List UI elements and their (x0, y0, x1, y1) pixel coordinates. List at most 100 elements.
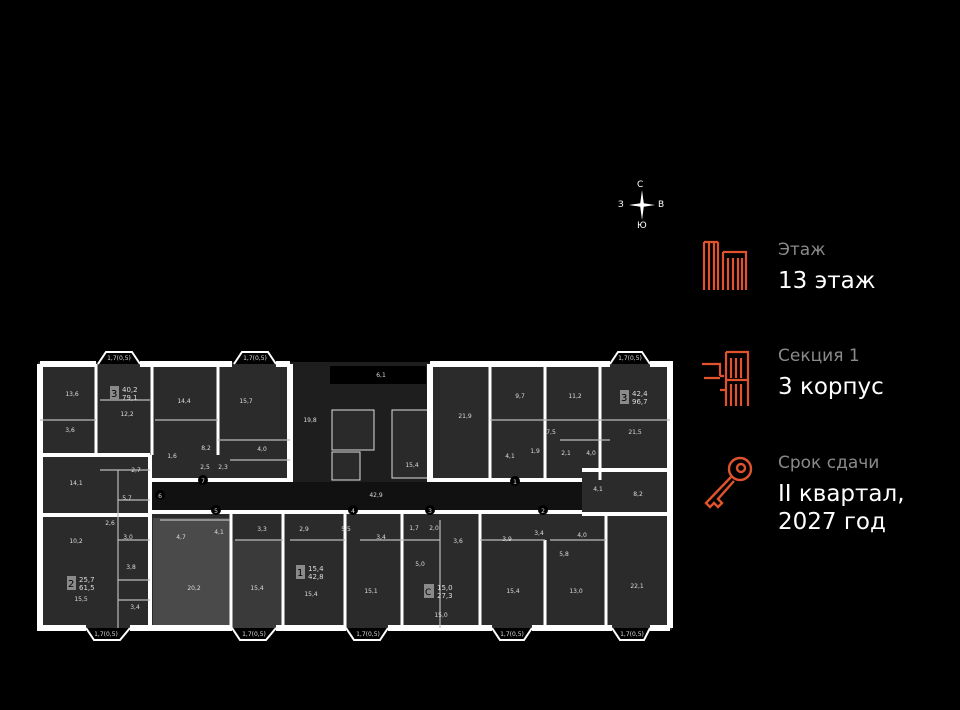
room-area: 2,0 (429, 525, 439, 532)
rooms-count: 1 (297, 568, 303, 579)
section-icon (702, 350, 750, 406)
rooms-count: 3 (111, 389, 117, 400)
deadline-value: II квартал, 2027 год (778, 480, 905, 536)
room-area: 3,6 (453, 538, 463, 545)
room-area: 3,9 (502, 536, 512, 543)
building-outline (38, 362, 672, 630)
living-area: 42,4 (632, 390, 648, 398)
door-markers: 7 5 4 3 2 1 6 (155, 475, 548, 515)
compass: С В Ю З (615, 178, 675, 234)
rooms-count: 3 (621, 393, 627, 404)
total-area: 61,5 (79, 584, 95, 592)
room-area: 2,1 (561, 450, 571, 457)
room-area: 14,4 (177, 398, 191, 405)
compass-north: С (637, 180, 644, 190)
balcony-label: 1,7(0,5) (618, 355, 642, 362)
room-area: 22,1 (630, 583, 644, 590)
rooms-count: 2 (68, 579, 74, 590)
total-area: 42,8 (308, 573, 324, 581)
room-area: 4,0 (577, 532, 587, 539)
room-area: 4,0 (257, 446, 267, 453)
section-value: 3 корпус (778, 374, 884, 400)
apartment-badge: 3 40,2 79,1 (110, 386, 138, 402)
balcony-label: 1,7(0,5) (620, 631, 644, 638)
room-area: 11,2 (568, 393, 582, 400)
room-area: 15,7 (239, 398, 253, 405)
apartment-badges: 3 40,2 79,1 3 42,4 96,7 2 25,7 61,5 1 15… (67, 386, 648, 600)
door-number: 3 (428, 508, 432, 515)
interior-lines (40, 399, 670, 628)
living-area: 15,4 (308, 565, 324, 573)
room-area: 5,0 (415, 561, 425, 568)
total-area: 96,7 (632, 398, 648, 406)
room-area: 13,0 (569, 588, 583, 595)
room-area: 15,4 (304, 591, 318, 598)
balcony-labels: 1,7(0,5) 1,7(0,5) 1,7(0,5) 1,7(0,5) 1,7(… (94, 355, 644, 638)
room-area: 21,9 (458, 413, 472, 420)
balcony-label: 1,7(0,5) (94, 631, 118, 638)
room-area: 3,0 (123, 534, 133, 541)
room-area: 21,5 (628, 429, 642, 436)
room-area: 3,4 (534, 530, 544, 537)
door-number: 2 (541, 508, 545, 515)
room-area: 15,0 (434, 612, 448, 619)
apartment-badge: 2 25,7 61,5 (67, 576, 95, 592)
room-area: 9,7 (515, 393, 525, 400)
room-area: 42,9 (369, 492, 383, 499)
door-number: 7 (201, 478, 205, 485)
compass-south: Ю (637, 221, 647, 231)
rooms-count: С (425, 588, 431, 598)
door-number: 1 (513, 479, 517, 486)
room-area: 5,5 (341, 526, 351, 533)
room-area: 2,9 (299, 526, 309, 533)
living-area: 40,2 (122, 386, 138, 394)
room-area: 3,4 (376, 534, 386, 541)
balcony-label: 1,7(0,5) (500, 631, 524, 638)
apartment-badge: С 15,0 27,3 (424, 584, 453, 600)
room-area: 15,5 (74, 596, 88, 603)
walls (37, 361, 673, 631)
living-area: 25,7 (79, 576, 95, 584)
total-area: 27,3 (437, 592, 453, 600)
room-area: 15,4 (506, 588, 520, 595)
section-label: Секция 1 (778, 346, 860, 366)
door-number: 6 (158, 493, 162, 500)
deadline-quarter: II квартал, (778, 481, 905, 507)
total-area: 79,1 (122, 394, 138, 402)
room-area: 20,2 (187, 585, 201, 592)
compass-east: В (658, 200, 665, 210)
room-area: 7,5 (546, 429, 556, 436)
living-area: 15,0 (437, 584, 453, 592)
room-area: 15,4 (405, 462, 419, 469)
building-icon (702, 240, 748, 290)
balcony-label: 1,7(0,5) (242, 631, 266, 638)
door-number: 4 (351, 508, 355, 515)
deadline-label: Срок сдачи (778, 453, 880, 473)
balconies (85, 351, 651, 641)
room-area: 5,7 (122, 495, 132, 502)
room-area: 19,8 (303, 417, 317, 424)
room-area: 2,6 (105, 520, 115, 527)
room-area: 15,4 (250, 585, 264, 592)
balcony-label: 1,7(0,5) (107, 355, 131, 362)
apartment-badge: 3 42,4 96,7 (620, 390, 648, 406)
room-area: 10,2 (69, 538, 83, 545)
room-areas: 13,6 12,2 14,4 15,7 19,8 6,1 21,9 9,7 11… (65, 372, 644, 619)
room-area: 1,9 (530, 448, 540, 455)
room-area: 15,1 (364, 588, 378, 595)
room-area: 3,4 (130, 604, 140, 611)
key-icon (704, 456, 753, 509)
compass-icon (629, 190, 655, 220)
balcony-label: 1,7(0,5) (356, 631, 380, 638)
door-number: 5 (214, 508, 218, 515)
room-area: 8,2 (201, 445, 211, 452)
room-area: 5,8 (559, 551, 569, 558)
room-area: 13,6 (65, 391, 79, 398)
room-area: 4,0 (586, 450, 596, 457)
room-area: 2,3 (218, 464, 228, 471)
room-area: 3,8 (126, 564, 136, 571)
room-area: 1,6 (167, 453, 177, 460)
room-area: 12,2 (120, 411, 134, 418)
floor-value: 13 этаж (778, 268, 876, 294)
